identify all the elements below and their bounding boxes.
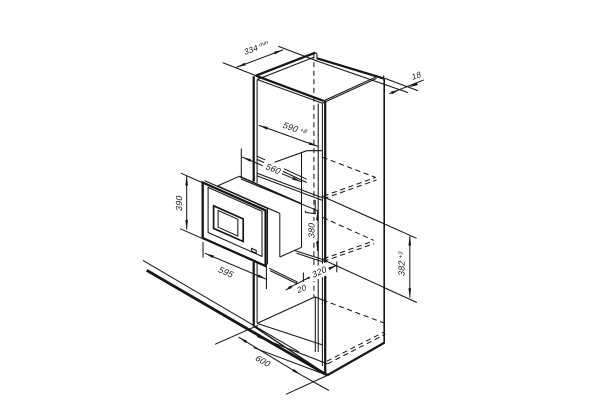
svg-text:382+3: 382+3 xyxy=(397,250,407,277)
svg-text:380: 380 xyxy=(306,222,316,239)
svg-text:20: 20 xyxy=(296,282,307,296)
svg-text:18: 18 xyxy=(411,69,422,82)
svg-text:390: 390 xyxy=(174,194,184,211)
